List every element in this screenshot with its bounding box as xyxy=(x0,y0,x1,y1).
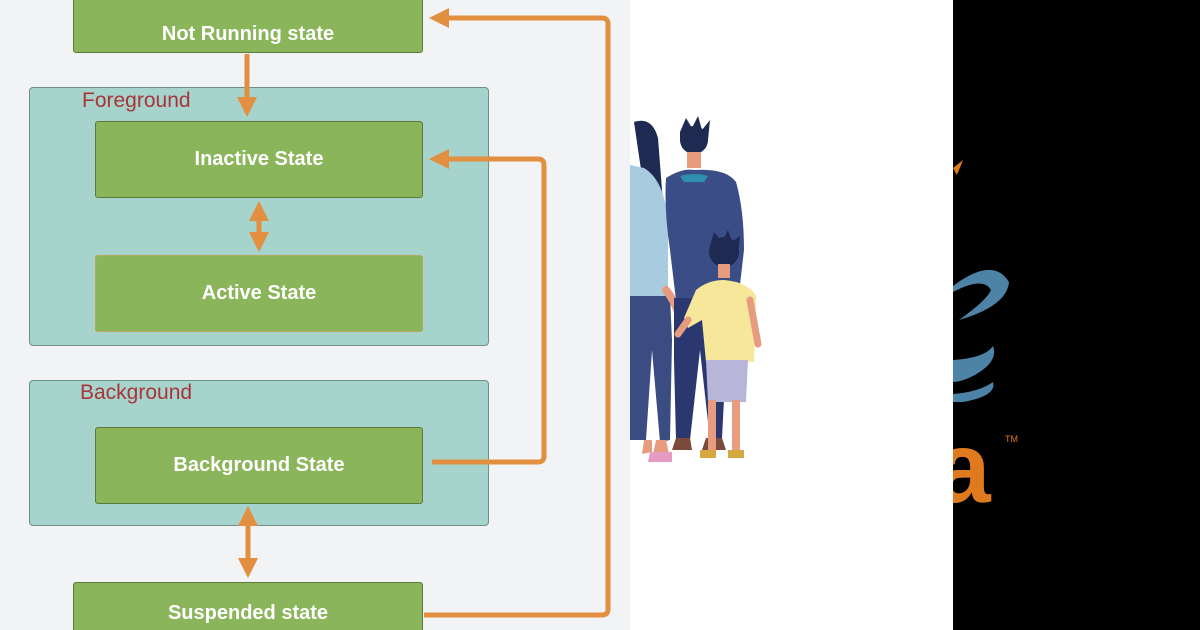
app-lifecycle-diagram: Foreground Background Not Running state … xyxy=(0,0,630,630)
not-running-state-label: Not Running state xyxy=(161,23,335,45)
family-illustration xyxy=(630,116,762,462)
arrow-background-to-inactive xyxy=(429,149,547,465)
not-running-state-box: Not Running state xyxy=(73,0,423,53)
woman-figure xyxy=(630,120,682,462)
arrow-suspended-to-not-running xyxy=(424,8,611,618)
active-state-box: Active State xyxy=(95,255,423,332)
inactive-state-box: Inactive State xyxy=(95,121,423,198)
transition-arrows xyxy=(237,8,611,618)
suspended-state-box: Suspended state xyxy=(73,582,423,630)
child-figure xyxy=(674,230,762,458)
family-illustration-panel xyxy=(630,0,953,630)
background-state-label: Background State xyxy=(173,454,345,476)
java-logo-panel: a TM xyxy=(953,0,1200,630)
java-logo-letter: a xyxy=(953,412,991,524)
background-state-box: Background State xyxy=(95,427,423,504)
suspended-state-label: Suspended state xyxy=(167,601,329,624)
active-state-label: Active State xyxy=(201,282,317,304)
java-logo-trademark: TM xyxy=(1005,434,1018,444)
java-logo-icon xyxy=(953,160,1009,402)
foreground-group-label: Foreground xyxy=(82,89,191,112)
inactive-state-label: Inactive State xyxy=(194,148,324,170)
background-group-label: Background xyxy=(80,381,193,404)
